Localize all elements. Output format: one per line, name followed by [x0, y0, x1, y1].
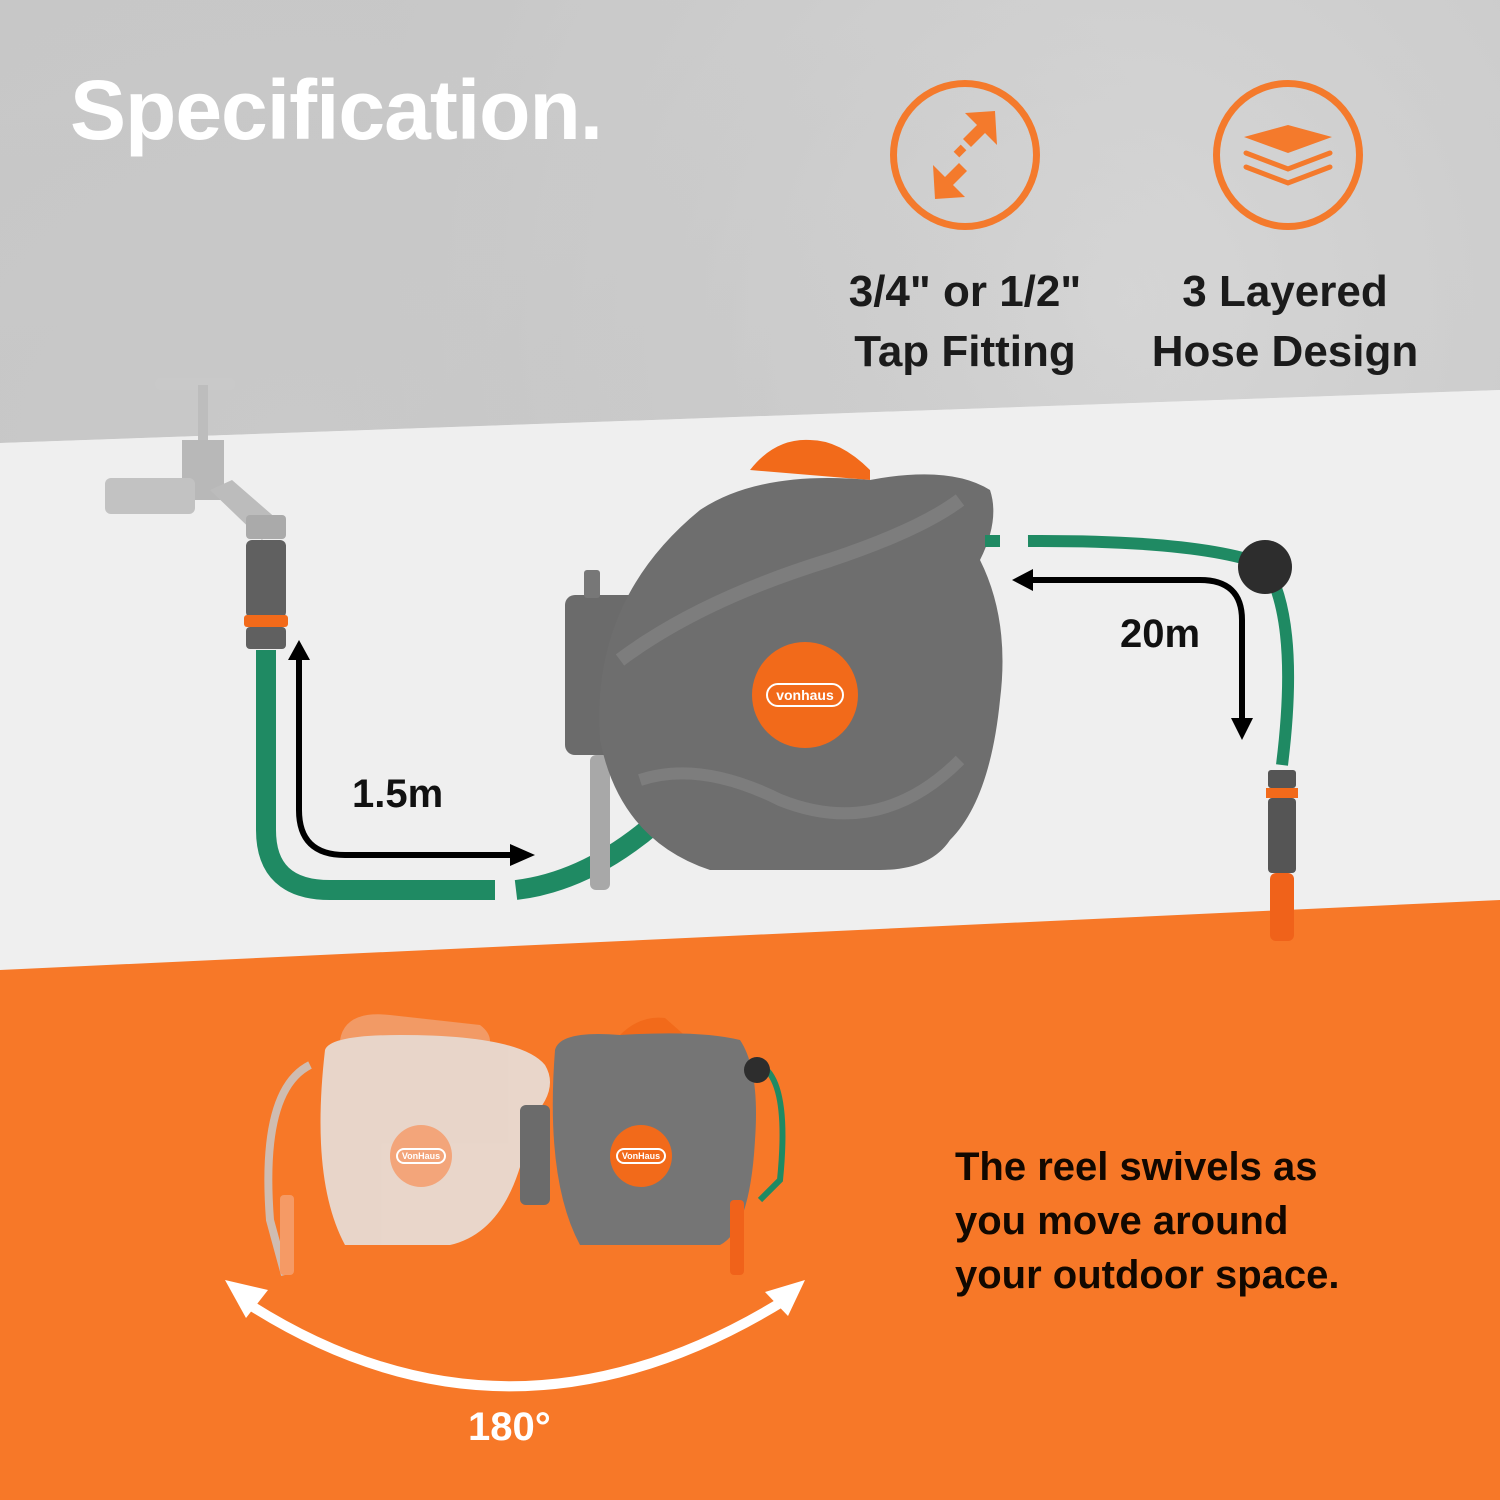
feature-line2: Hose Design: [1151, 327, 1419, 376]
hose-design-icon-ring: [1213, 80, 1363, 230]
hose-length-arrow: [1012, 569, 1253, 740]
feature-tap-fitting: 3/4" or 1/2" Tap Fitting: [820, 262, 1110, 382]
feature-line2: Tap Fitting: [854, 327, 1076, 376]
swivel-brand-logo: VonHaus: [615, 1148, 667, 1164]
feature-hose-design: 3 Layered Hose Design: [1130, 262, 1440, 382]
hose-length-label: 20m: [1120, 612, 1201, 656]
tap-fitting-icon-ring: [890, 80, 1040, 230]
feature-line1: 3/4" or 1/2": [848, 267, 1082, 316]
brand-badge: vonhaus: [752, 642, 858, 748]
swivel-angle-label: 180°: [468, 1405, 551, 1449]
resize-diagonal-arrows-icon: [933, 111, 997, 199]
swivel-brand-badge: VonHaus: [610, 1125, 672, 1187]
inlet-length-label: 1.5m: [352, 772, 444, 816]
description-line: you move around: [955, 1199, 1289, 1243]
swivel-arc-arrow: [225, 1280, 805, 1392]
ghost-brand-badge: VonHaus: [390, 1125, 452, 1187]
description-line: The reel swivels as: [955, 1145, 1318, 1189]
page-title: Specification.: [70, 63, 603, 157]
brand-logo: vonhaus: [766, 683, 844, 707]
inlet-length-arrow: [288, 640, 535, 866]
stacked-layers-icon: [1243, 125, 1333, 186]
ghost-brand-logo: VonHaus: [395, 1148, 447, 1164]
swivel-description: The reel swivels as you move around your…: [955, 1140, 1340, 1302]
feature-line1: 3 Layered: [1182, 267, 1388, 316]
tap-connector-icon: [244, 540, 288, 649]
spray-nozzle-icon: [1266, 770, 1298, 941]
hose-stopper-ball: [1238, 540, 1292, 594]
description-line: your outdoor space.: [955, 1253, 1340, 1297]
tap-icon: [105, 378, 286, 540]
